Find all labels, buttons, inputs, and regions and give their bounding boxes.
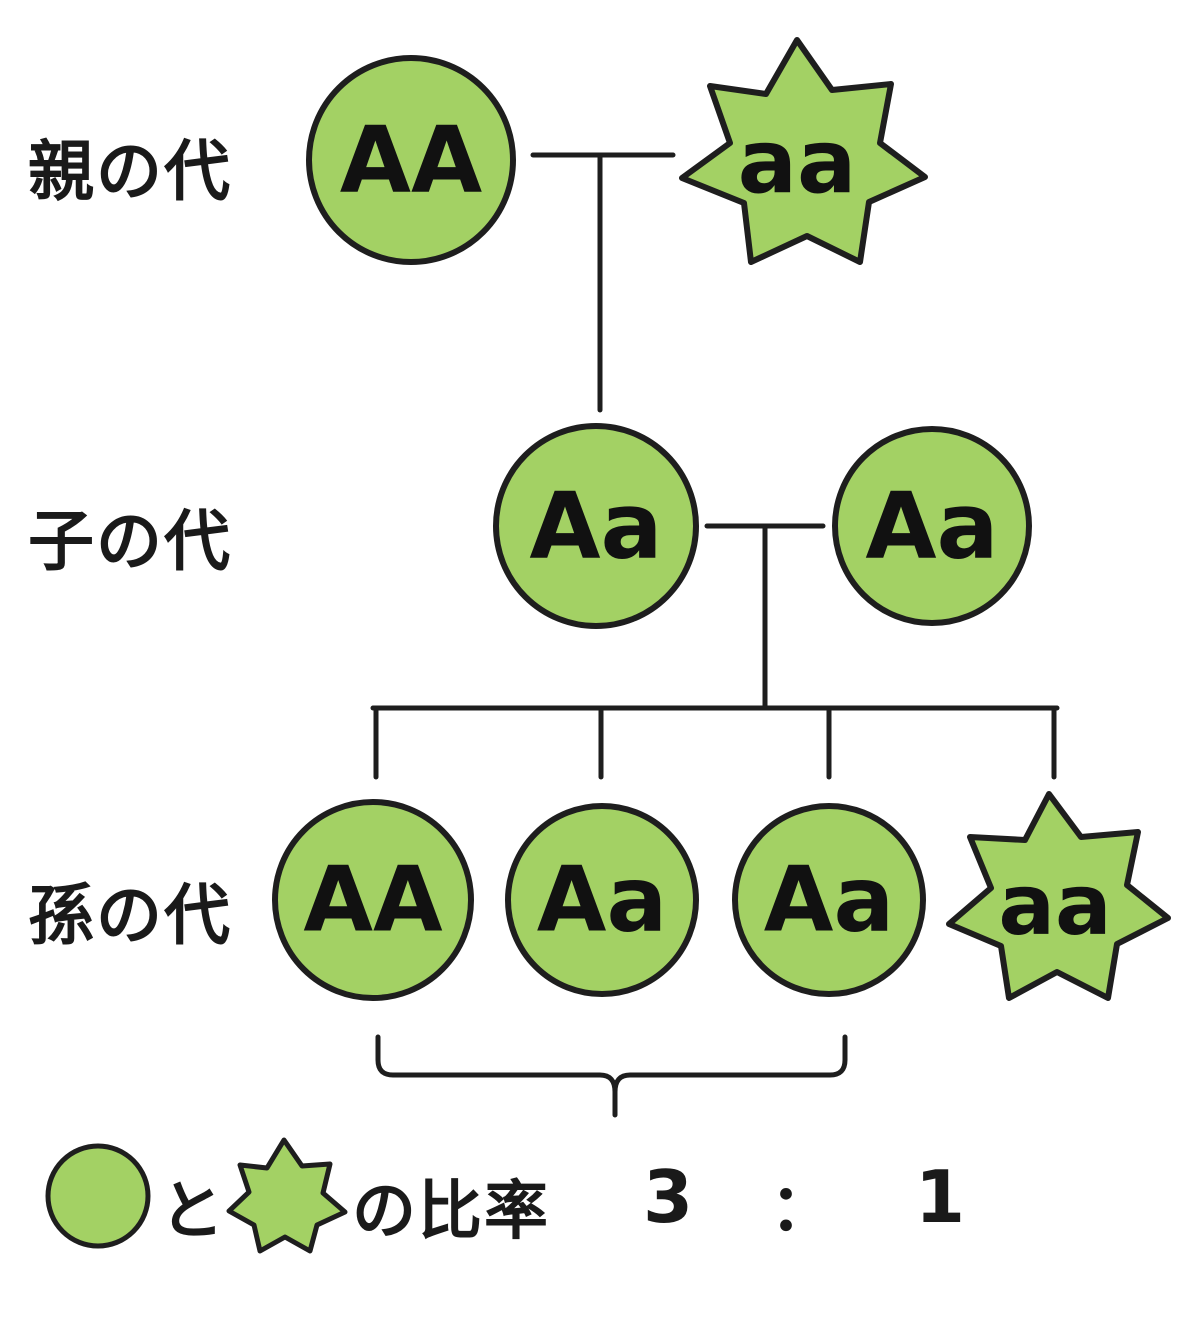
child-node-2: Aa [832, 426, 1032, 626]
parent-aa-node: AA [306, 55, 516, 265]
legend-ratio-colon: ： [770, 1172, 834, 1246]
genotype-label: Aa [537, 848, 667, 953]
legend-ratio-label: の比率 [352, 1175, 550, 1249]
grandchild-node-2: Aa [505, 803, 699, 997]
star-shape [946, 791, 1171, 1001]
legend-circle-icon [45, 1143, 151, 1249]
genotype-label: Aa [764, 848, 894, 953]
connector-lines [370, 152, 1060, 1118]
child-node-1: Aa [493, 423, 699, 629]
legend-star-icon [226, 1137, 348, 1254]
legend-ratio-left: 3 [643, 1155, 694, 1239]
row-label-grandchild: 孫の代 [28, 877, 232, 954]
legend-ratio-right: 1 [915, 1155, 966, 1239]
parent-recessive-star-node: aa [679, 37, 928, 265]
grandchild-node-1: AA [272, 799, 474, 1001]
genotype-label: Aa [529, 473, 662, 580]
genotype-label: AA [340, 107, 482, 214]
genotype-label: aa [998, 856, 1111, 954]
row-label-parent: 親の代 [28, 133, 232, 210]
genotype-label: Aa [865, 473, 998, 580]
grouping-brace [375, 1034, 848, 1118]
row-label-child: 子の代 [28, 503, 232, 580]
grandchild-node-3: Aa [732, 803, 926, 997]
genotype-label: aa [738, 111, 857, 214]
star-shape [679, 37, 928, 265]
genotype-label: AA [303, 848, 443, 953]
grandchild-recessive-star-node: aa [946, 791, 1171, 1001]
legend-and-text: と [160, 1175, 224, 1249]
